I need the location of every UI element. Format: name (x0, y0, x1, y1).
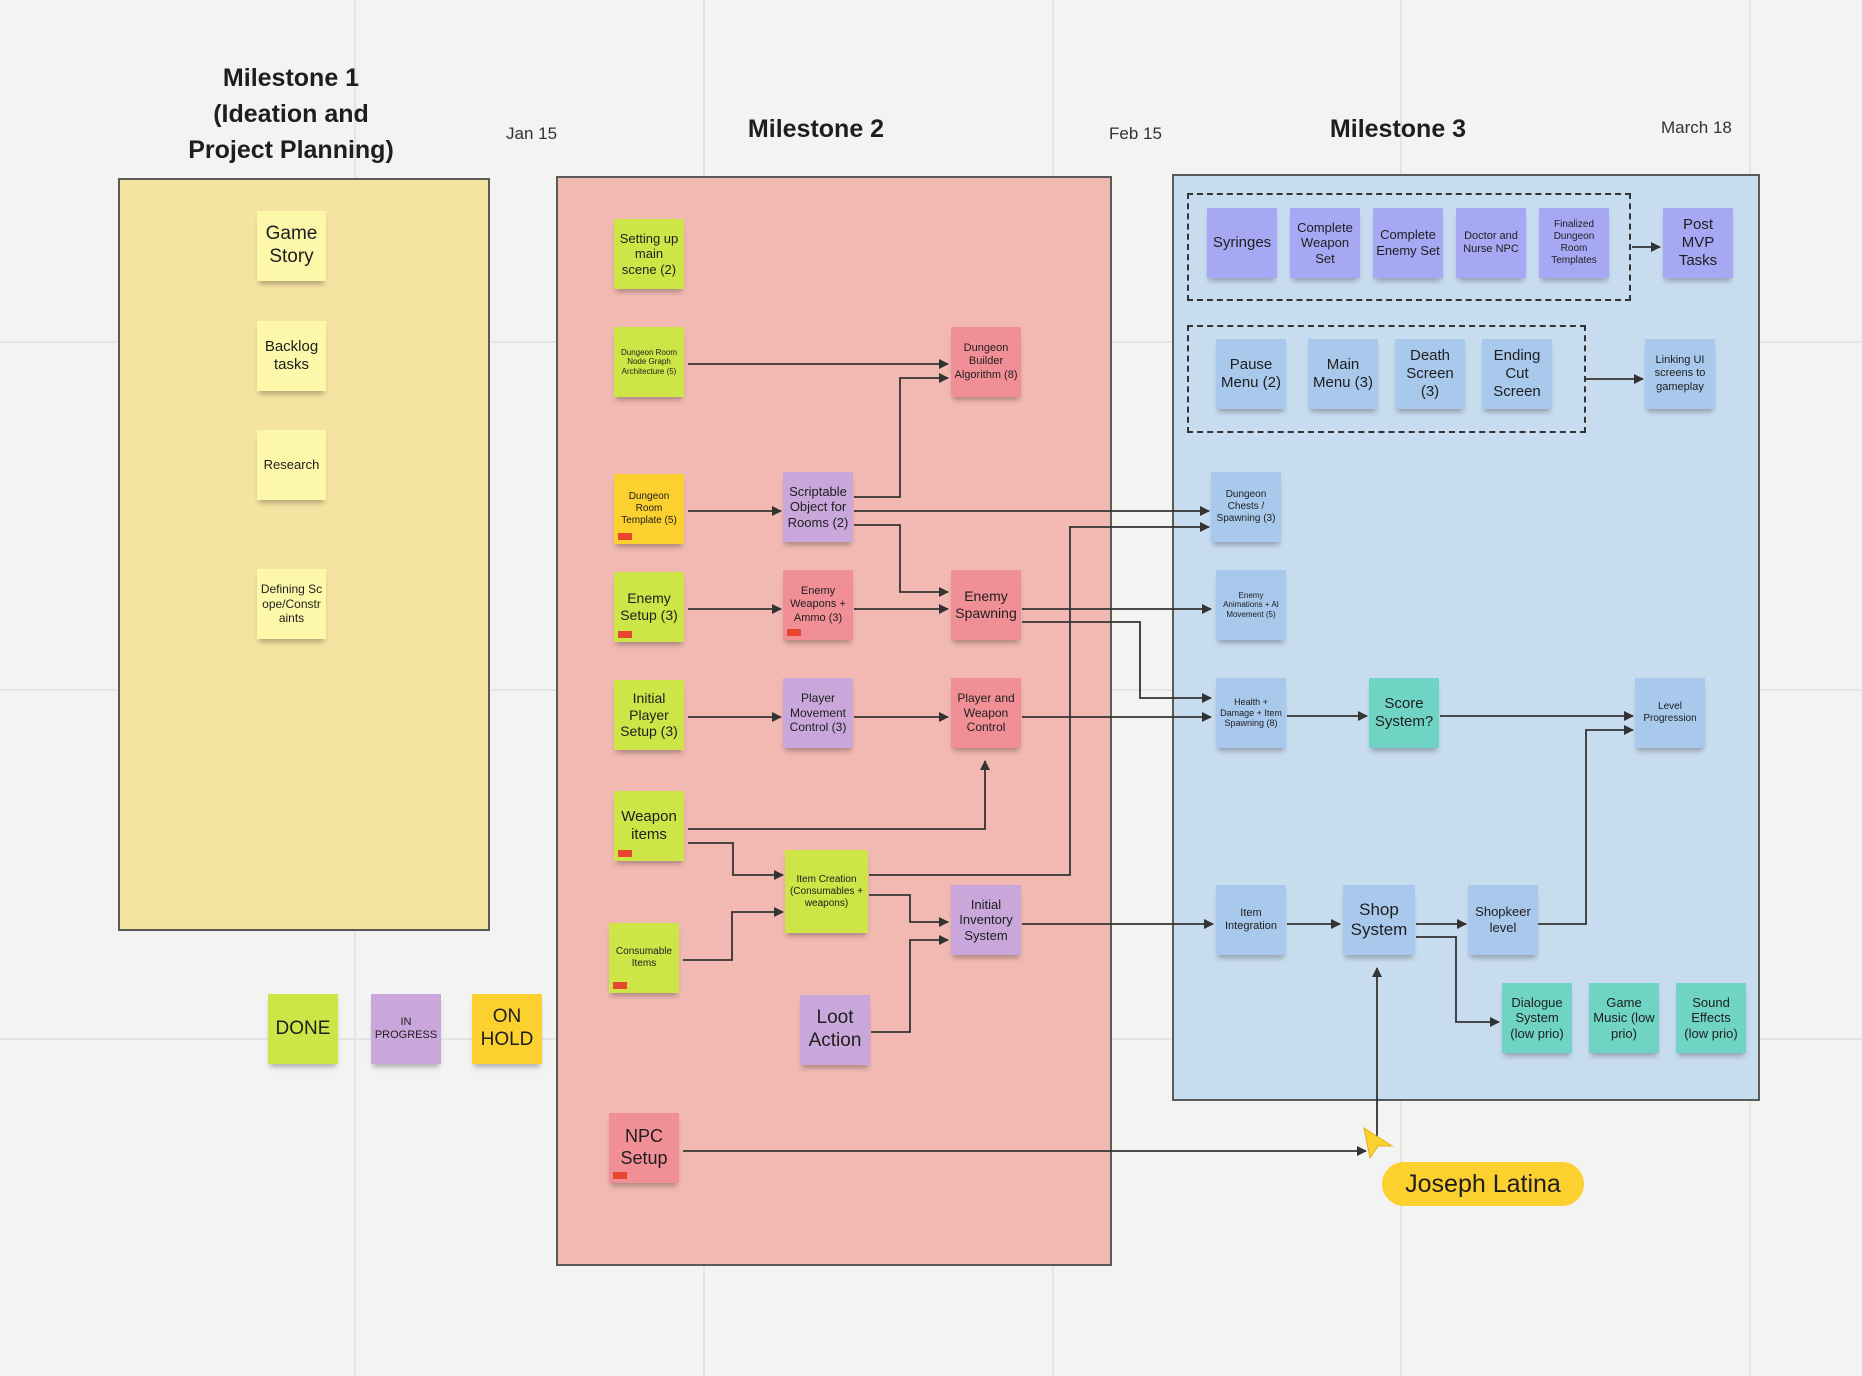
legend-on-hold[interactable]: ON HOLD (472, 994, 542, 1064)
note-syringes[interactable]: Syringes (1207, 208, 1277, 278)
note-enemy-animations[interactable]: Enemy Animations + AI Movement (5) (1216, 570, 1286, 640)
note-linking-ui[interactable]: Linking UI screens to gameplay (1645, 339, 1715, 409)
milestone-1-title: Milestone 1 (Ideation and Project Planni… (188, 64, 394, 164)
note-post-mvp-tasks[interactable]: Post MVP Tasks (1663, 208, 1733, 278)
note-enemy-weapons[interactable]: Enemy Weapons + Ammo (3) (783, 570, 853, 640)
note-health-damage[interactable]: Health + Damage + Item Spawning (8) (1216, 678, 1286, 748)
note-sound-effects[interactable]: Sound Effects (low prio) (1676, 983, 1746, 1053)
link-loot-inventory (871, 935, 949, 1033)
date-march-18: March 18 (1661, 118, 1732, 137)
note-room-node-graph[interactable]: Dungeon Room Node Graph Architecture (5) (614, 327, 684, 397)
link-scriptable-builder (854, 373, 949, 498)
note-room-template-label: Dungeon Room Template (5) (621, 491, 677, 526)
link-shopkeeper-level (1538, 725, 1634, 925)
note-game-music[interactable]: Game Music (low prio) (1589, 983, 1659, 1053)
note-player-setup[interactable]: Initial Player Setup (3) (614, 680, 684, 750)
note-complete-weapon-set[interactable]: Complete Weapon Set (1290, 208, 1360, 278)
collaborator-cursor-label: Joseph Latina (1382, 1162, 1584, 1206)
note-main-menu[interactable]: Main Menu (3) (1308, 339, 1378, 409)
note-game-story[interactable]: Game Story (257, 211, 326, 281)
note-dungeon-chests[interactable]: Dungeon Chests / Spawning (3) (1211, 472, 1281, 542)
note-complete-enemy-set[interactable]: Complete Enemy Set (1373, 208, 1443, 278)
note-death-screen[interactable]: Death Screen (3) (1395, 339, 1465, 409)
date-feb-15: Feb 15 (1109, 124, 1162, 143)
flag-icon (613, 982, 627, 989)
note-pause-menu[interactable]: Pause Menu (2) (1216, 339, 1286, 409)
note-item-creation[interactable]: Item Creation (Consumables + weapons) (785, 850, 868, 933)
note-scriptable-object[interactable]: Scriptable Object for Rooms (2) (783, 472, 853, 542)
flag-icon (618, 850, 632, 857)
link-item-creation-inventory (869, 894, 949, 927)
note-player-movement[interactable]: Player Movement Control (3) (783, 678, 853, 748)
note-backlog-tasks[interactable]: Backlog tasks (257, 321, 326, 391)
note-enemy-setup[interactable]: Enemy Setup (3) (614, 572, 684, 642)
note-loot-action[interactable]: Loot Action (800, 995, 870, 1065)
note-main-scene[interactable]: Setting up main scene (2) (614, 219, 684, 289)
note-room-template[interactable]: Dungeon Room Template (5) (614, 474, 684, 544)
note-initial-inventory[interactable]: Initial Inventory System (951, 885, 1021, 955)
ui-screens-group-box (1187, 325, 1586, 433)
link-consumables-item-creation (683, 907, 784, 961)
note-shopkeeper-level[interactable]: Shopkeer level (1468, 885, 1538, 955)
note-dungeon-builder[interactable]: Dungeon Builder Algorithm (8) (951, 327, 1021, 397)
link-scriptable-enemy-spawning (854, 524, 949, 597)
note-finalized-templates[interactable]: Finalized Dungeon Room Templates (1539, 208, 1609, 278)
note-player-weapon-control[interactable]: Player and Weapon Control (951, 678, 1021, 748)
note-enemy-weapons-label: Enemy Weapons + Ammo (3) (790, 585, 846, 624)
note-doctor-nurse-npc[interactable]: Doctor and Nurse NPC (1456, 208, 1526, 278)
link-weapon-items-item-creation (688, 842, 784, 880)
note-ending-cut-screen[interactable]: Ending Cut Screen (1482, 339, 1552, 409)
legend-in-progress[interactable]: IN PROGRESS (371, 994, 441, 1064)
flag-icon (787, 629, 801, 636)
milestone-1-frame[interactable] (118, 178, 490, 931)
note-enemy-setup-label: Enemy Setup (3) (620, 590, 678, 623)
note-consumable-items[interactable]: Consumable Items (609, 923, 679, 993)
flag-icon (618, 533, 632, 540)
note-shop-system[interactable]: Shop System (1343, 885, 1415, 955)
note-enemy-spawning[interactable]: Enemy Spawning (951, 570, 1021, 640)
note-dialogue-system[interactable]: Dialogue System (low prio) (1502, 983, 1572, 1053)
link-item-creation-chests (869, 522, 1210, 876)
note-npc-setup-label: NPC Setup (620, 1126, 668, 1168)
note-research[interactable]: Research (257, 430, 326, 500)
note-npc-setup[interactable]: NPC Setup (609, 1113, 679, 1183)
note-item-integration[interactable]: Item Integration (1216, 885, 1286, 955)
note-level-progression[interactable]: Level Progression (1635, 678, 1705, 748)
link-weapon-items-player-weapon (688, 760, 990, 830)
note-consumable-items-label: Consumable Items (615, 946, 673, 969)
cursor-icon (1363, 1126, 1394, 1160)
date-jan-15: Jan 15 (506, 124, 558, 143)
note-weapon-items-label: Weapon items (621, 808, 677, 843)
milestone-3-title: Milestone 3 (1329, 115, 1467, 143)
note-score-system[interactable]: Score System? (1369, 678, 1439, 748)
mvp-group-box (1187, 193, 1631, 301)
note-defining-scope[interactable]: Defining Scope/Constraints (257, 569, 326, 639)
flag-icon (613, 1172, 627, 1179)
milestone-2-title: Milestone 2 (747, 115, 885, 143)
link-spawning-health (1022, 621, 1212, 703)
link-shop-dialogue (1416, 936, 1500, 1027)
note-weapon-items[interactable]: Weapon items (614, 791, 684, 861)
flag-icon (618, 631, 632, 638)
legend-done[interactable]: DONE (268, 994, 338, 1064)
